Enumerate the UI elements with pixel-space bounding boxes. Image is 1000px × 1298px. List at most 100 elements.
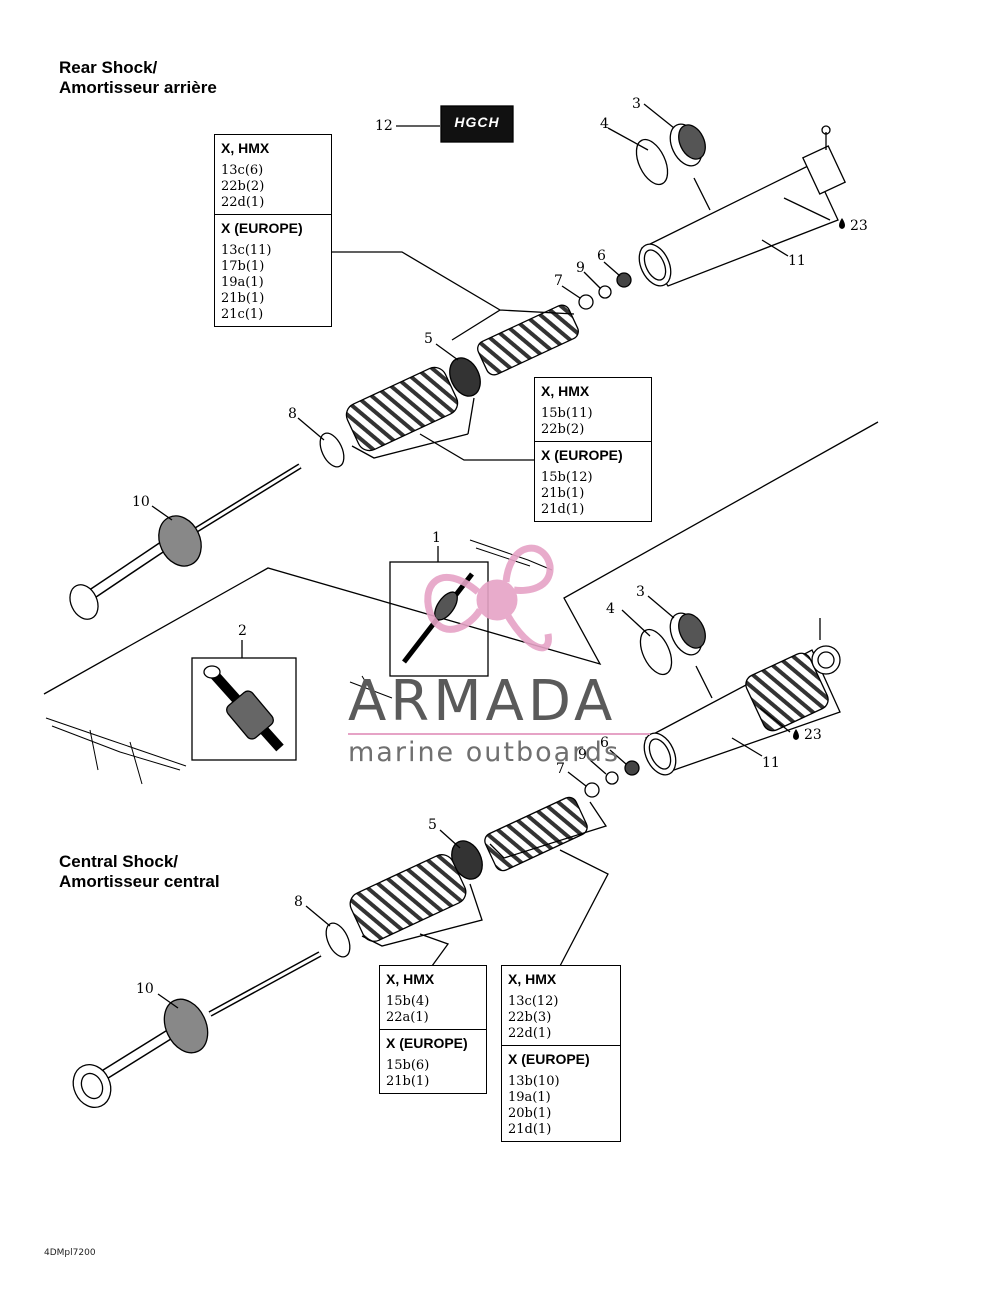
rear-grease-drop-23: [839, 218, 845, 229]
table-items: 13c(11)17b(1)19a(1)21b(1)21c(1): [221, 243, 325, 323]
callout-5: 5: [424, 331, 433, 347]
watermark-brand: ARMADA: [348, 669, 617, 734]
table-items: 13c(6)22b(2)22d(1): [221, 163, 325, 211]
table-item: 13c(12): [508, 994, 559, 1009]
rear-shock-title: Rear Shock/ Amortisseur arrière: [59, 58, 217, 98]
rear-o-ring-4: [635, 138, 669, 186]
rear-nut-6: [616, 272, 632, 288]
callout-11: 11: [762, 755, 780, 771]
suspension-sketch-center: [349, 539, 553, 703]
table-section: X, HMX 13c(12)22b(3)22d(1): [502, 966, 620, 1045]
table-section: X, HMX 15b(4)22a(1): [380, 966, 486, 1029]
central-bushing-3: [669, 612, 706, 656]
central-shock-title-line1: Central Shock/: [59, 852, 179, 871]
inset-1-shock: [402, 572, 474, 664]
callout-11: 11: [788, 253, 806, 269]
table-item: 15b(4): [386, 994, 430, 1009]
suspension-sketch-left: [45, 717, 187, 785]
table-section: X (EUROPE) 13b(10)19a(1)20b(1)21d(1): [502, 1045, 620, 1141]
rear-decal-12: [440, 105, 514, 143]
table-item: 22d(1): [508, 1026, 552, 1041]
table-items: 15b(4)22a(1): [386, 994, 480, 1026]
section-divider: [43, 421, 879, 695]
callout-1: 1: [432, 530, 441, 546]
table-item: 22a(1): [386, 1010, 429, 1025]
table-item: 22d(1): [221, 195, 265, 210]
central-o-ring-4: [639, 628, 673, 676]
callout-10: 10: [136, 981, 154, 997]
rear-parts-table-b: X, HMX 15b(11)22b(2) X (EUROPE) 15b(12)2…: [534, 377, 652, 522]
table-section-heading: X, HMX: [541, 383, 590, 399]
rear-large-spring: [345, 366, 459, 452]
table-item: 21b(1): [541, 486, 585, 501]
central-washer-9: [605, 771, 619, 785]
table-item: 20b(1): [508, 1106, 552, 1121]
callout-9: 9: [578, 747, 587, 763]
table-item: 19a(1): [508, 1090, 551, 1105]
table-items: 13b(10)19a(1)20b(1)21d(1): [508, 1074, 614, 1138]
table-items: 15b(11)22b(2): [541, 406, 645, 438]
callout-5: 5: [428, 817, 437, 833]
callout-9: 9: [576, 260, 585, 276]
table-section-heading: X (EUROPE): [508, 1051, 590, 1067]
central-rod-assembly-10: [72, 951, 322, 1108]
central-small-spring: [484, 796, 588, 872]
table-item: 21c(1): [221, 307, 264, 322]
table-item: 19a(1): [221, 275, 264, 290]
rear-washer-9: [598, 285, 612, 299]
central-washer-7: [584, 782, 600, 798]
table-item: 22b(2): [221, 179, 265, 194]
table-section-heading: X (EUROPE): [221, 220, 303, 236]
callout-3: 3: [632, 96, 641, 112]
table-item: 22b(3): [508, 1010, 552, 1025]
rear-shock-title-line2: Amortisseur arrière: [59, 78, 217, 97]
table-section-heading: X (EUROPE): [386, 1035, 468, 1051]
callout-6: 6: [600, 735, 609, 751]
central-shock-title-line2: Amortisseur central: [59, 872, 220, 891]
table-item: 15b(12): [541, 470, 593, 485]
central-large-spring: [349, 854, 467, 942]
inset-frame-1: [389, 561, 489, 677]
rear-small-spring: [477, 304, 579, 376]
rear-shock-body: [638, 125, 847, 287]
inset-frame-2: [191, 657, 297, 761]
table-section-heading: X, HMX: [221, 140, 270, 156]
callout-8: 8: [288, 406, 297, 422]
inset-2-shock: [203, 665, 284, 752]
table-item: 15b(6): [386, 1058, 430, 1073]
central-parts-table-b: X, HMX 13c(12)22b(3)22d(1) X (EUROPE) 13…: [501, 965, 621, 1142]
central-washer-8: [325, 922, 351, 958]
table-item: 21b(1): [386, 1074, 430, 1089]
table-section: X, HMX 13c(6)22b(2)22d(1): [215, 135, 331, 214]
central-parts-table-a: X, HMX 15b(4)22a(1) X (EUROPE) 15b(6)21b…: [379, 965, 487, 1094]
table-item: 15b(11): [541, 406, 593, 421]
watermark-logo-icon: [424, 544, 554, 652]
table-item: 22b(2): [541, 422, 585, 437]
table-section: X (EUROPE) 13c(11)17b(1)19a(1)21b(1)21c(…: [215, 214, 331, 326]
callout-6: 6: [597, 248, 606, 264]
callout-23: 23: [804, 727, 822, 743]
rear-parts-table-a: X, HMX 13c(6)22b(2)22d(1) X (EUROPE) 13c…: [214, 134, 332, 327]
callout-3: 3: [636, 584, 645, 600]
central-shock-title: Central Shock/ Amortisseur central: [59, 852, 220, 892]
table-item: 17b(1): [221, 259, 265, 274]
watermark-tagline: marine outboards: [348, 737, 621, 768]
table-section: X (EUROPE) 15b(12)21b(1)21d(1): [535, 441, 651, 521]
callout-7: 7: [554, 273, 563, 289]
table-item: 13c(11): [221, 243, 272, 258]
table-item: 21b(1): [221, 291, 265, 306]
rear-bushing-3: [669, 123, 706, 167]
callout-4: 4: [606, 601, 615, 617]
table-section: X, HMX 15b(11)22b(2): [535, 378, 651, 441]
callout-8: 8: [294, 894, 303, 910]
table-item: 21d(1): [508, 1122, 552, 1137]
callout-4: 4: [600, 116, 609, 132]
table-item: 13c(6): [221, 163, 264, 178]
table-section-heading: X, HMX: [386, 971, 435, 987]
central-shock-body: [643, 618, 841, 776]
rear-shock-title-line1: Rear Shock/: [59, 58, 158, 77]
decal-text: HGCH: [454, 114, 500, 130]
rear-washer-7: [578, 294, 594, 310]
table-items: 15b(6)21b(1): [386, 1058, 480, 1090]
